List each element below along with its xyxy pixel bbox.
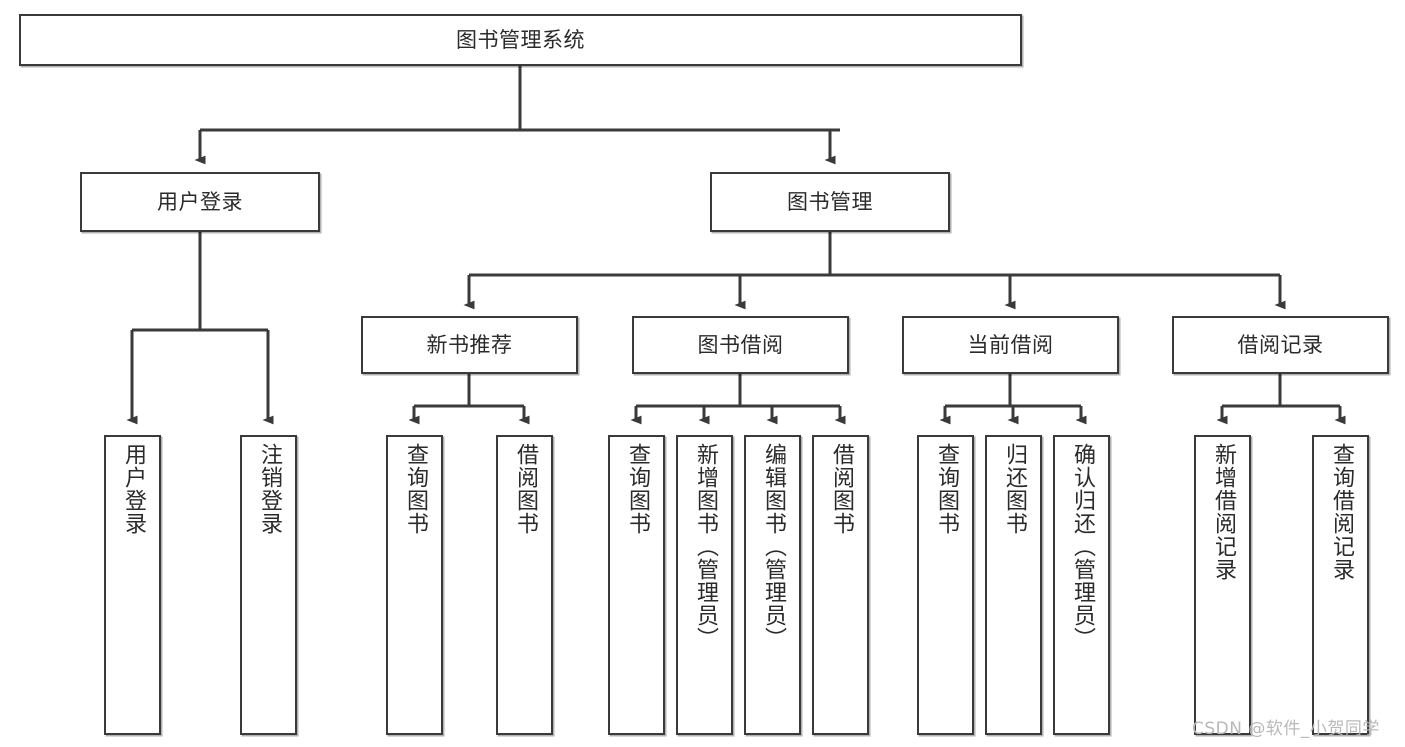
node-label: 图书管理 [787,189,873,214]
watermark-csdn: CSDN @软件_小贺同学 [1192,714,1380,739]
node-book-management[interactable]: 图书管理 [710,172,950,232]
node-label: 用户登录 [120,443,146,535]
node-label: 查询借阅记录 [1328,443,1354,581]
leaf-user-login-logout[interactable]: 注销登录 [240,435,297,735]
leaf-current-borrow-query-book[interactable]: 查询图书 [917,435,974,735]
node-label: 图书借阅 [697,332,784,357]
node-new-book-recommend[interactable]: 新书推荐 [361,316,578,374]
leaf-user-login-login[interactable]: 用户登录 [104,435,161,735]
leaf-book-borrow-borrow-book[interactable]: 借阅图书 [812,435,869,735]
node-label: 图书管理系统 [456,27,585,52]
node-label: 新书推荐 [426,332,513,357]
node-root-book-management-system[interactable]: 图书管理系统 [19,14,1022,66]
node-label: 归还图书 [1001,443,1027,535]
leaf-new-book-query-book[interactable]: 查询图书 [386,435,443,735]
node-label: 编辑图书（管理员） [760,443,786,650]
node-borrow-record[interactable]: 借阅记录 [1172,316,1389,374]
node-label: 新增图书（管理员） [692,443,718,650]
node-current-borrow[interactable]: 当前借阅 [902,316,1119,374]
watermark-text: CSDN @软件_小贺同学 [1192,719,1380,739]
leaf-current-borrow-return-book[interactable]: 归还图书 [985,435,1042,735]
leaf-borrow-record-query-record[interactable]: 查询借阅记录 [1312,435,1369,735]
node-label: 借阅图书 [512,443,538,535]
node-label: 注销登录 [256,443,282,535]
leaf-new-book-borrow-book[interactable]: 借阅图书 [496,435,553,735]
leaf-borrow-record-add-record[interactable]: 新增借阅记录 [1194,435,1251,735]
node-user-login[interactable]: 用户登录 [80,172,320,232]
leaf-book-borrow-edit-book-admin[interactable]: 编辑图书（管理员） [744,435,801,735]
node-label: 查询图书 [624,443,650,535]
leaf-current-borrow-confirm-return-admin[interactable]: 确认归还（管理员） [1053,435,1110,735]
node-book-borrow[interactable]: 图书借阅 [632,316,849,374]
node-label: 当前借阅 [967,332,1054,357]
leaf-book-borrow-query-book[interactable]: 查询图书 [608,435,665,735]
leaf-book-borrow-add-book-admin[interactable]: 新增图书（管理员） [676,435,733,735]
node-label: 借阅图书 [828,443,854,535]
node-label: 新增借阅记录 [1210,443,1236,581]
node-label: 查询图书 [933,443,959,535]
node-label: 用户登录 [157,189,243,214]
node-label: 查询图书 [402,443,428,535]
node-label: 借阅记录 [1237,332,1324,357]
node-label: 确认归还（管理员） [1069,443,1095,650]
